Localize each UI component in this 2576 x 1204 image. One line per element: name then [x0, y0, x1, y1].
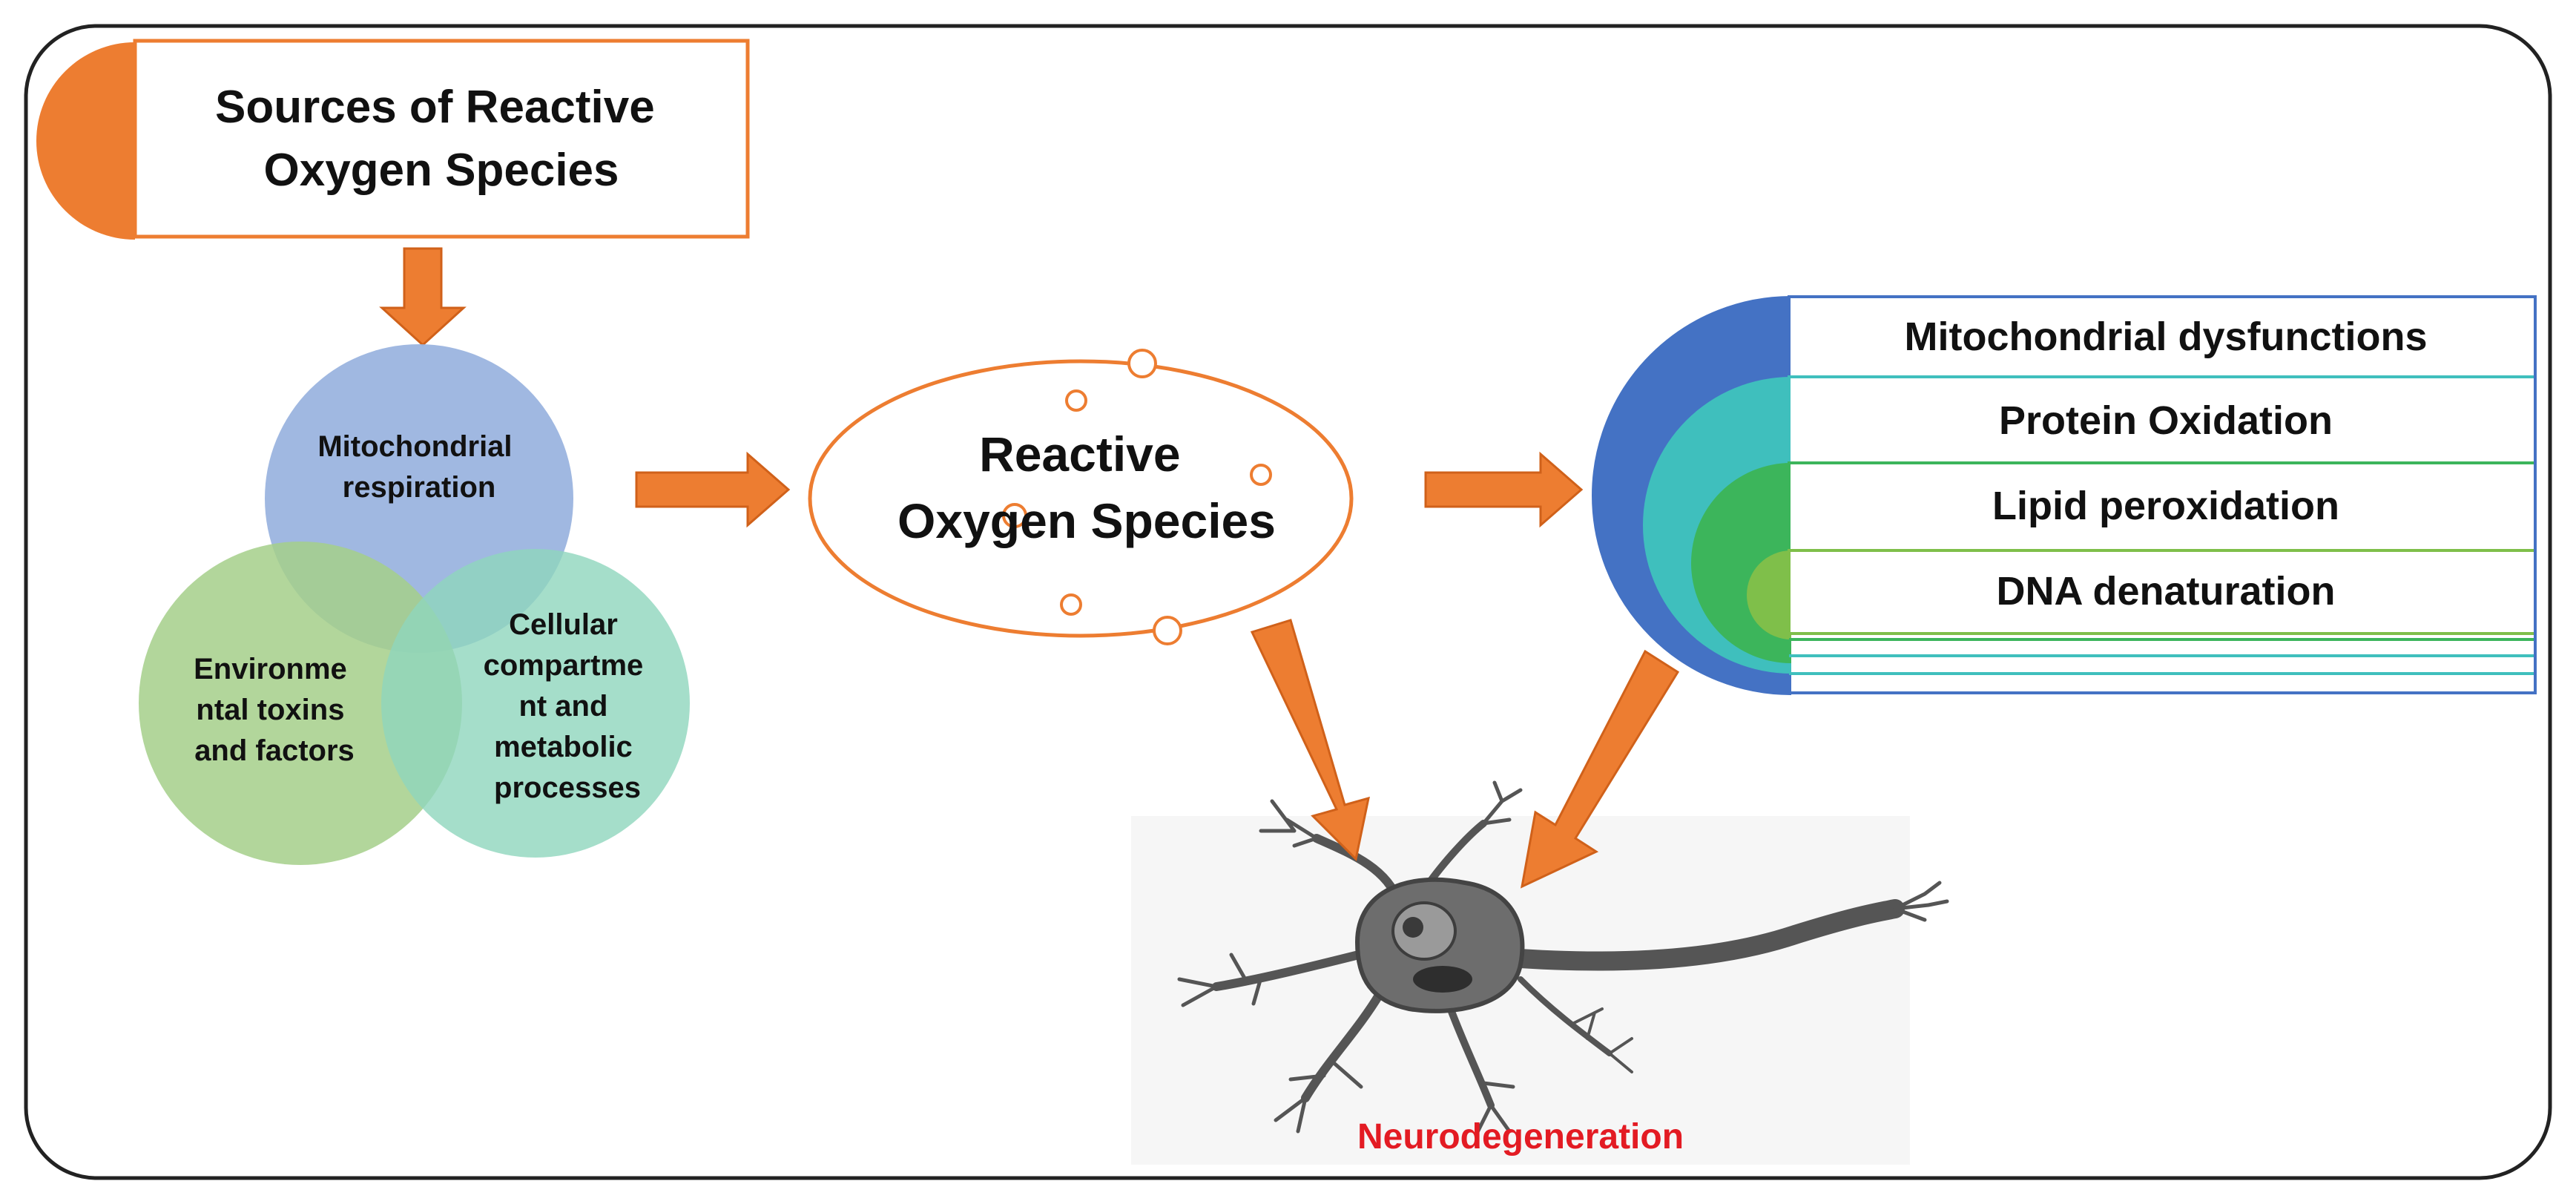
ros-ellipse: Reactive Oxygen Species	[808, 349, 1354, 645]
bubble	[1127, 349, 1157, 378]
arrow-sources-down	[379, 247, 467, 347]
effect-label-2: Protein Oxidation	[1999, 398, 2333, 443]
arrow-venn-to-ros	[635, 451, 791, 528]
venn-top-line2: respiration	[343, 471, 496, 504]
venn-circle-right	[381, 549, 690, 858]
sources-title-line2: Oxygen Species	[263, 145, 619, 196]
venn-right-line4: metabolic	[494, 731, 633, 763]
bubble	[1153, 616, 1182, 645]
venn-left-line3: and factors	[194, 734, 355, 767]
venn-right-line1: Cellular	[509, 608, 618, 641]
neuron-nucleus	[1391, 901, 1457, 961]
sources-box: Sources of Reactive Oxygen Species	[36, 39, 750, 240]
svg-text:Mitochondrial respiratio: Mitochondrial respiration	[317, 430, 520, 504]
venn-right-line2: compartme	[484, 649, 644, 682]
bubble	[1065, 389, 1087, 412]
effect-arc-4	[1747, 550, 1791, 639]
venn-left-line2: ntal toxins	[196, 694, 344, 726]
venn-right-line5: processes	[494, 772, 641, 804]
bubble	[1002, 503, 1027, 528]
venn-top-line1: Mitochondrial	[317, 430, 512, 463]
bubble	[1250, 464, 1272, 486]
sources-half-circle	[36, 42, 135, 240]
effect-label-4: DNA denaturation	[1997, 569, 2336, 613]
effect-row-2	[1788, 375, 2537, 464]
venn-right-line3: nt and	[518, 690, 607, 723]
ros-line1: Reactive	[979, 427, 1181, 481]
svg-text:Protein Oxidation: Protein Oxidation	[1999, 398, 2333, 443]
outcome-label: Neurodegeneration	[1357, 1117, 1684, 1157]
svg-text:Environme ntal toxins: Environme ntal toxins and factors	[194, 653, 355, 767]
svg-text:Lipid peroxidation: Lipid peroxidation	[1992, 484, 2339, 528]
arrow-ros-to-neuron	[1250, 619, 1370, 862]
svg-text:DNA denaturation: DNA denaturation	[1997, 569, 2336, 613]
svg-text:Reactive Oxygen Species: Reactive Oxygen Species	[897, 427, 1276, 548]
effect-label-3: Lipid peroxidation	[1992, 484, 2339, 528]
effects-panel: Mitochondrial dysfunctions Protein Oxida…	[1592, 295, 2537, 695]
neuron-image	[1131, 780, 1949, 1165]
venn-left-line1: Environme	[194, 653, 347, 685]
effect-row-3	[1788, 461, 2537, 552]
effect-row-4	[1788, 549, 2537, 635]
bubble	[1060, 593, 1082, 616]
svg-text:Mitochondrial dysfunctions: Mitochondrial dysfunctions	[1904, 315, 2427, 359]
arrow-ros-to-effects	[1424, 451, 1584, 528]
effect-label-1: Mitochondrial dysfunctions	[1904, 315, 2427, 359]
venn-circle-left	[139, 542, 462, 865]
venn-diagram: Mitochondrial respiration Environme ntal…	[139, 344, 690, 865]
ros-line2: Oxygen Species	[897, 493, 1276, 548]
sources-title-line1: Sources of Reactive	[215, 82, 655, 133]
svg-text:Cellular compartme: Cellular compartme nt and metabolic proc…	[484, 608, 652, 804]
svg-text:Sources of Reactive Oxyg: Sources of Reactive Oxygen Species	[215, 82, 668, 196]
arrow-effects-to-neuron	[1521, 649, 1680, 889]
